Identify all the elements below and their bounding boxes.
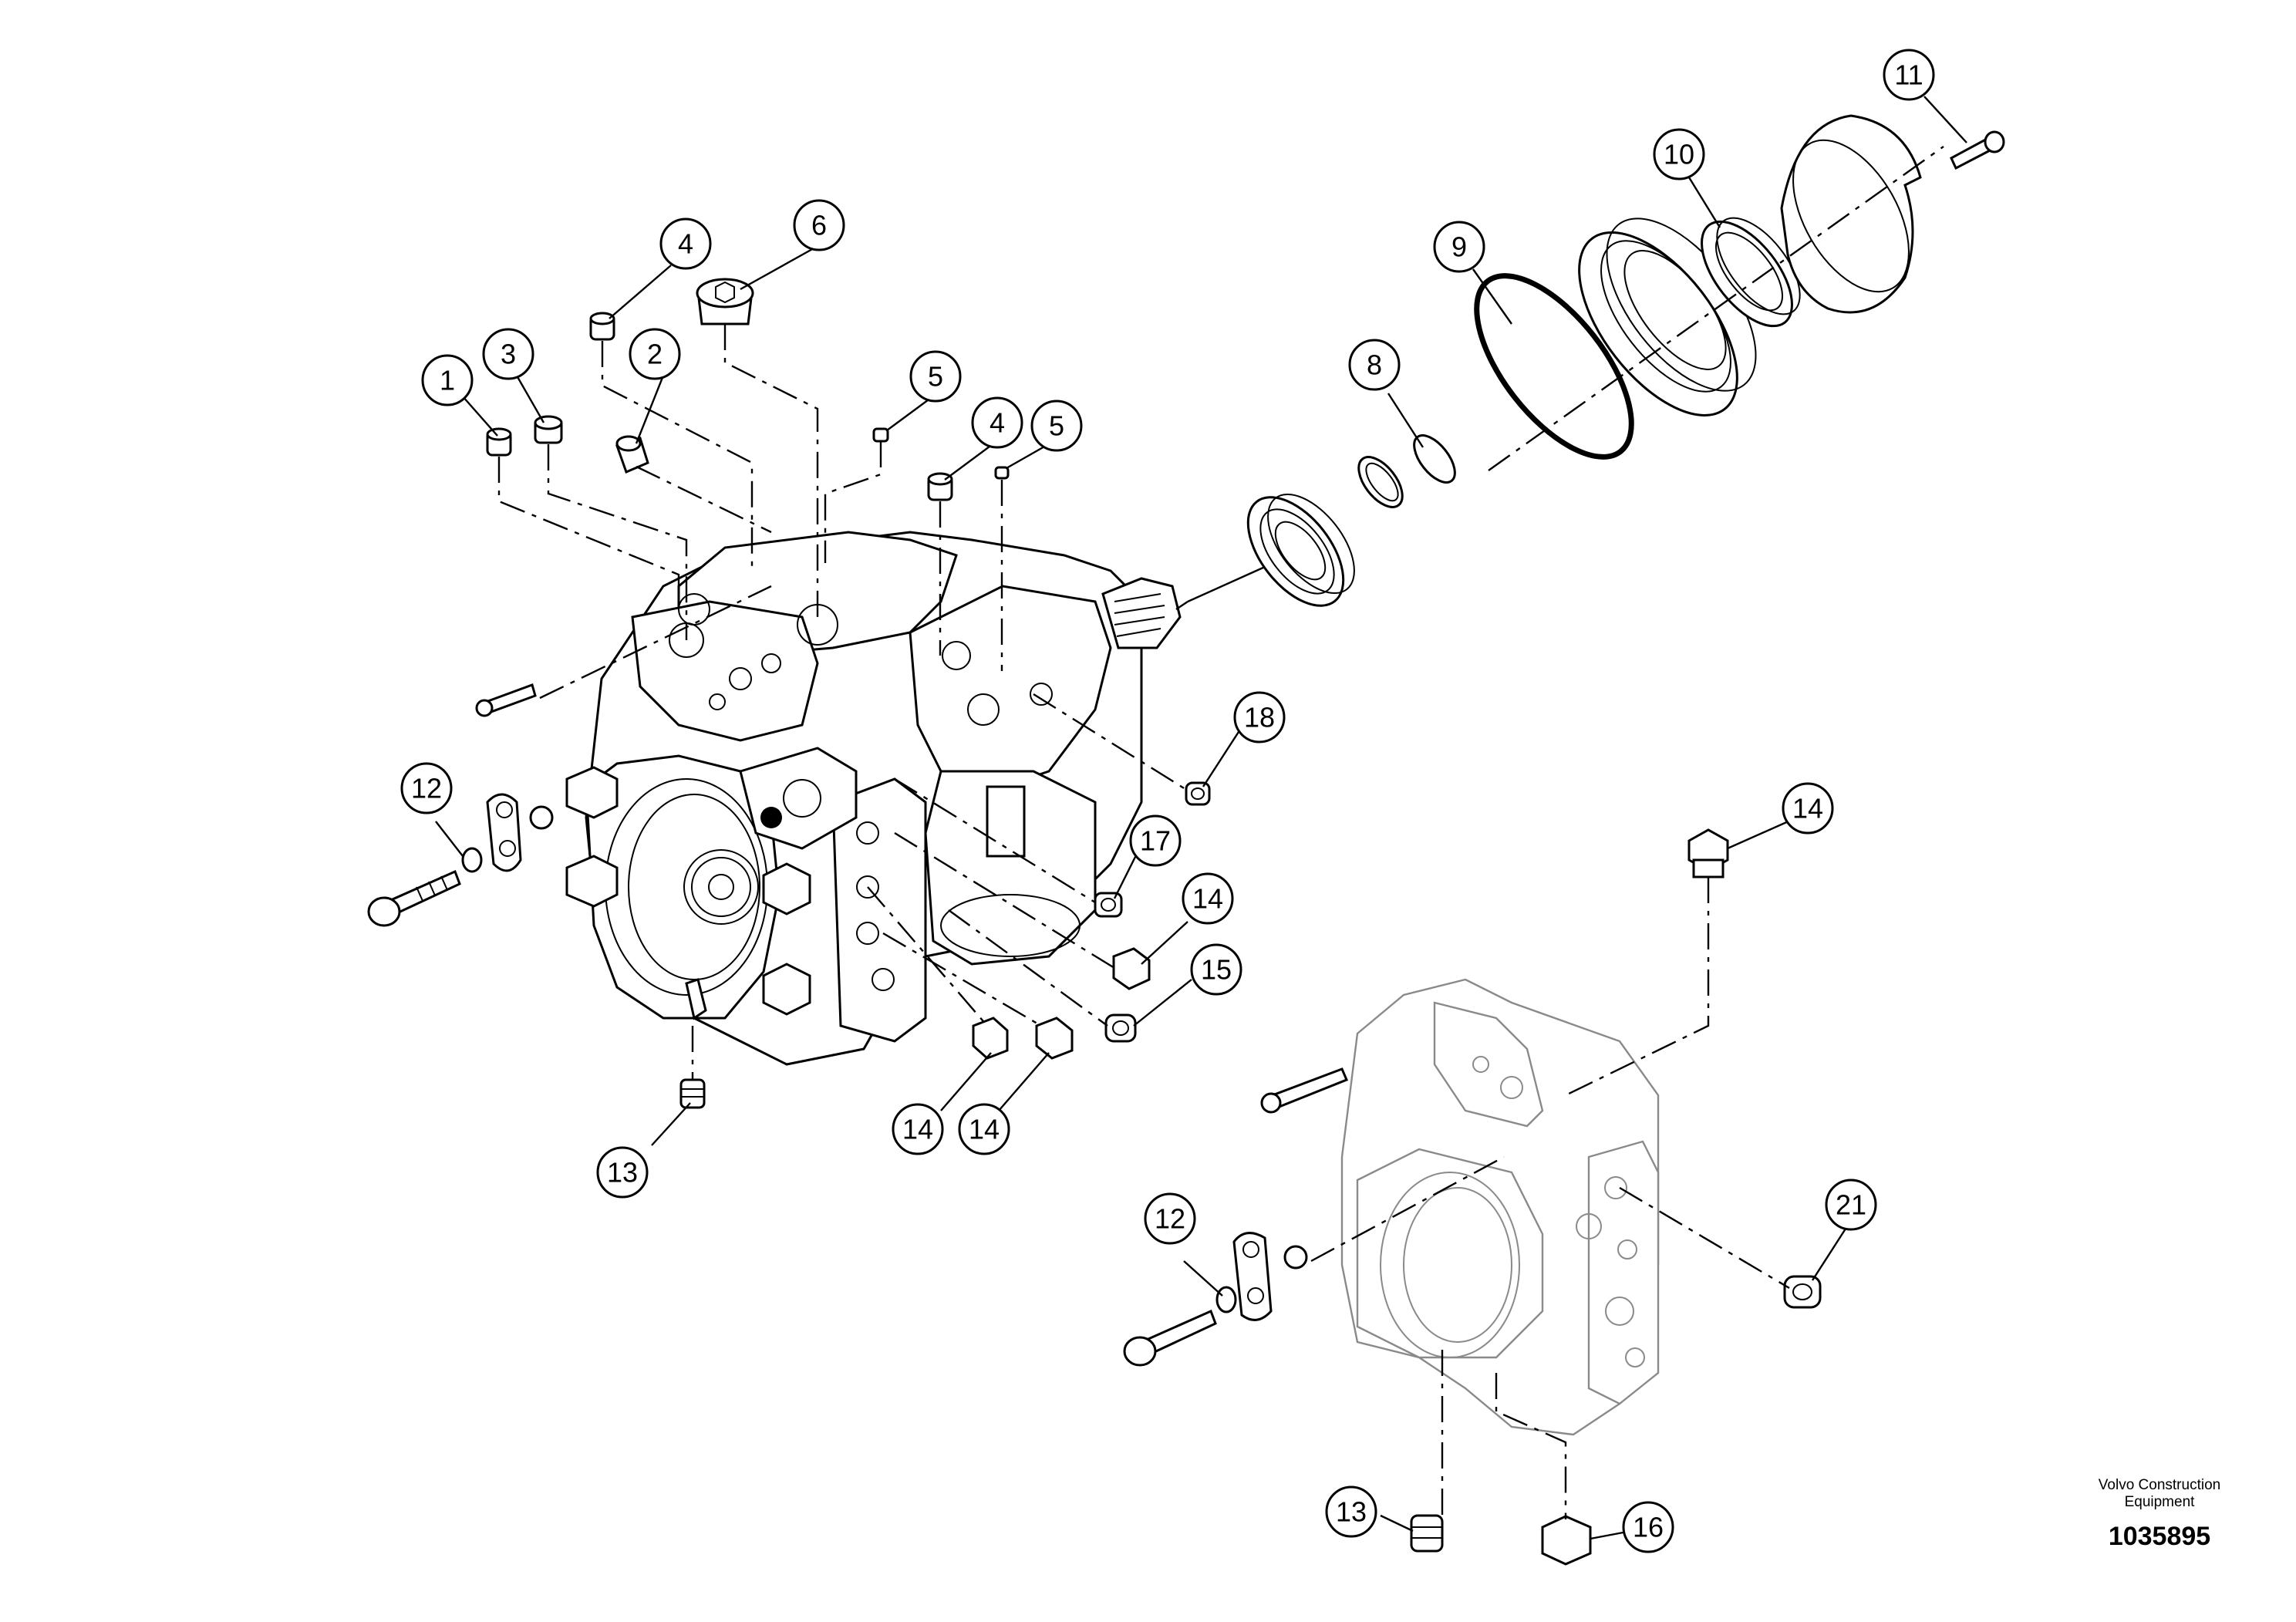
lifting-bracket-left [486, 793, 522, 872]
bolt-12b [1123, 1309, 1217, 1367]
plug-13a [679, 1078, 706, 1109]
callout-label: 11 [1894, 59, 1923, 91]
callout-label: 14 [902, 1114, 933, 1145]
callout-label: 3 [501, 339, 516, 370]
callout-label: 14 [1792, 793, 1823, 824]
callout-label: 9 [1451, 231, 1467, 263]
callout-label: 12 [1155, 1203, 1185, 1235]
callout-label: 12 [411, 773, 442, 804]
callout-label: 5 [928, 361, 943, 393]
callout-label: 16 [1633, 1512, 1664, 1543]
end-housing-ghost [1340, 978, 1660, 1436]
plug-4a [589, 312, 615, 341]
bearing [1246, 493, 1355, 607]
screw-11 [1950, 130, 2005, 170]
callout-18[interactable]: 18 [1233, 691, 1286, 744]
plug-5b [994, 466, 1010, 480]
callout-14d[interactable]: 14 [1782, 782, 1834, 835]
callout-14c[interactable]: 14 [958, 1103, 1010, 1155]
retaining-ring-8 [1357, 434, 1456, 508]
callout-10[interactable]: 10 [1653, 128, 1705, 180]
long-screw-left [475, 683, 537, 717]
callout-5b[interactable]: 5 [1030, 400, 1083, 452]
callout-8[interactable]: 8 [1348, 339, 1401, 391]
bolt-12a [367, 869, 461, 927]
callout-label: 4 [990, 407, 1005, 439]
callout-4a[interactable]: 4 [659, 218, 712, 270]
callout-11[interactable]: 11 [1883, 49, 1935, 101]
callout-label: 1 [440, 365, 455, 396]
callout-13a[interactable]: 13 [596, 1146, 649, 1199]
callout-label: 14 [969, 1114, 1000, 1145]
callout-label: 14 [1192, 883, 1223, 915]
callout-label: 21 [1836, 1189, 1866, 1221]
callout-label: 13 [607, 1157, 638, 1189]
plug-15 [1104, 1013, 1137, 1043]
callout-17[interactable]: 17 [1129, 814, 1182, 867]
plug-14b [972, 1017, 1009, 1060]
washer-12a [461, 847, 483, 873]
callout-label: 15 [1201, 954, 1232, 986]
brand-block: Volvo Construction Equipment 1035895 [2067, 1477, 2252, 1552]
callout-15[interactable]: 15 [1190, 943, 1242, 996]
seal-carrier-10a [1578, 218, 1757, 416]
callout-9[interactable]: 9 [1433, 221, 1485, 273]
plug-14c [1035, 1017, 1074, 1060]
plug-14e-hex [1687, 828, 1729, 878]
plug-17 [1094, 892, 1123, 918]
callout-label: 2 [647, 339, 663, 370]
callout-13b[interactable]: 13 [1325, 1485, 1377, 1538]
pump-housing [565, 531, 1182, 1066]
callout-12a[interactable]: 12 [400, 762, 453, 814]
brand-line-2: Equipment [2124, 1494, 2195, 1510]
callout-label: 4 [678, 228, 693, 260]
plug-21 [1783, 1275, 1822, 1309]
plug-3 [534, 415, 563, 444]
drawing-number: 1035895 [2108, 1522, 2211, 1551]
callout-1[interactable]: 1 [421, 354, 474, 406]
callout-5a[interactable]: 5 [909, 350, 962, 403]
screw-right-top [1260, 1067, 1348, 1114]
callout-21[interactable]: 21 [1825, 1179, 1877, 1231]
o-ring-9 [1474, 273, 1634, 460]
callout-16[interactable]: 16 [1622, 1501, 1674, 1553]
nut-bracket-left [529, 805, 554, 830]
washer-12b [1215, 1286, 1237, 1313]
callout-4b[interactable]: 4 [971, 396, 1023, 449]
callout-label: 8 [1367, 349, 1382, 381]
plug-5a [872, 427, 889, 443]
callout-label: 5 [1049, 410, 1064, 442]
callout-12b[interactable]: 12 [1144, 1192, 1196, 1245]
plug-1 [486, 427, 512, 457]
shaft-seal-10 [1701, 217, 1801, 328]
callout-2[interactable]: 2 [629, 328, 681, 380]
callout-label: 10 [1664, 139, 1694, 170]
nut-bracket-right [1283, 1245, 1308, 1270]
plug-2 [615, 435, 649, 474]
callout-label: 17 [1140, 825, 1171, 857]
callout-leaders [435, 96, 1967, 1540]
callout-14a[interactable]: 14 [1182, 872, 1234, 925]
callout-label: 13 [1336, 1496, 1367, 1528]
plug-6 [696, 278, 754, 325]
plug-16 [1541, 1515, 1592, 1566]
plug-13b [1410, 1514, 1444, 1553]
plug-4b [927, 472, 953, 501]
callout-3[interactable]: 3 [482, 328, 534, 380]
lifting-bracket-right [1232, 1232, 1273, 1321]
callout-14b[interactable]: 14 [892, 1103, 944, 1155]
brand-line-1: Volvo Construction [2098, 1477, 2221, 1493]
plug-18 [1185, 781, 1211, 806]
callout-label: 18 [1244, 702, 1275, 733]
assembly-lines [497, 146, 1944, 1519]
callout-6[interactable]: 6 [793, 199, 845, 251]
callout-label: 6 [811, 210, 827, 241]
cover-plate-11 [1780, 114, 1922, 314]
plug-14a [1112, 947, 1151, 990]
